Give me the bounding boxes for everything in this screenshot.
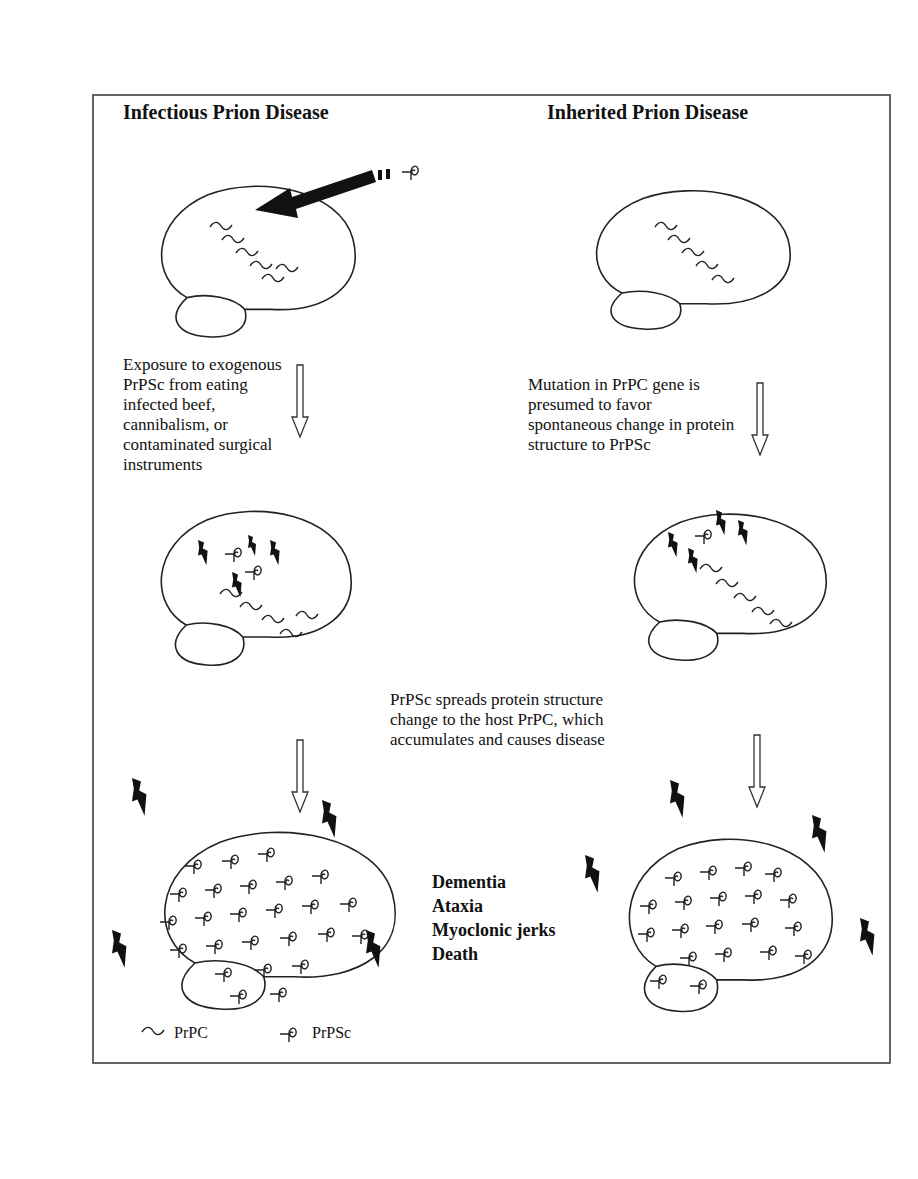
panel-heading: Infectious Prion Disease bbox=[123, 100, 329, 124]
step-note: PrPSc spreads protein structure change t… bbox=[390, 690, 638, 750]
step-note: Exposure to exogenous PrPSc from eating … bbox=[123, 355, 305, 475]
symptom: Dementia bbox=[432, 870, 506, 894]
legend-sample bbox=[278, 1024, 304, 1042]
legend-item: PrPSc bbox=[278, 1024, 351, 1042]
legend-label: PrPC bbox=[174, 1024, 208, 1042]
legend-item: PrPC bbox=[140, 1024, 208, 1042]
symptom: Ataxia bbox=[432, 894, 483, 918]
legend-label: PrPSc bbox=[312, 1024, 351, 1042]
panel-heading: Inherited Prion Disease bbox=[547, 100, 748, 124]
step-note: Mutation in PrPC gene is presumed to fav… bbox=[528, 375, 738, 455]
symptom: Death bbox=[432, 942, 478, 966]
legend-sample bbox=[140, 1024, 166, 1042]
symptom: Myoclonic jerks bbox=[432, 918, 555, 942]
